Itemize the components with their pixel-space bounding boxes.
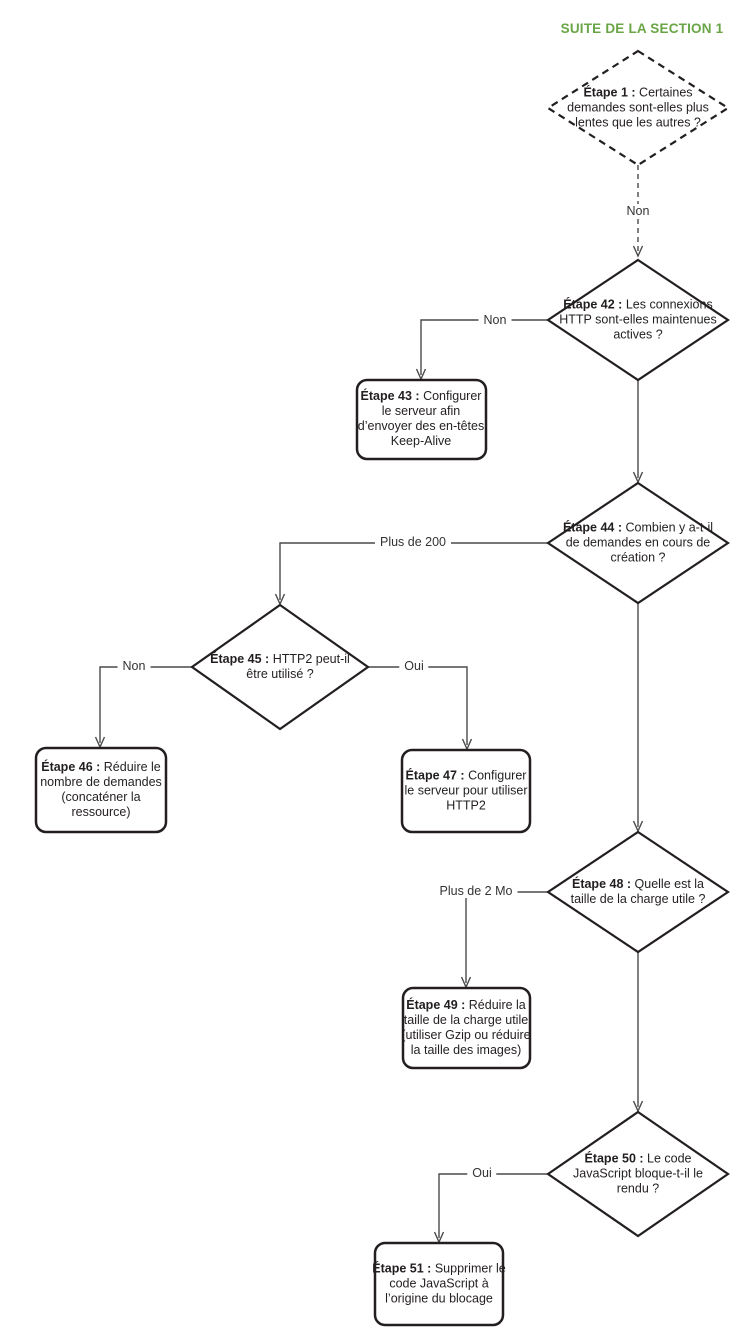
edge-label-step1-non: Non bbox=[621, 204, 655, 218]
step1-label-text: Certaines demandes sont-elles plus lente… bbox=[567, 85, 709, 130]
step49-box bbox=[401, 986, 532, 1070]
step48-label-text: Quelle est la taille de la charge utile … bbox=[570, 877, 706, 906]
step47-label: Étape 47 : Configurer le serveur pour ut… bbox=[399, 769, 533, 814]
step1-diamond bbox=[545, 49, 731, 167]
step48-label: Étape 48 : Quelle est la taille de la ch… bbox=[564, 877, 712, 907]
step42-diamond bbox=[546, 258, 730, 382]
edge-label-step45-oui: Oui bbox=[399, 659, 429, 673]
connector-step48-step49 bbox=[465, 891, 548, 983]
connector-step45-step46 bbox=[99, 666, 192, 743]
step46-label-text: Réduire le nombre de demandes (concaténe… bbox=[40, 760, 162, 819]
step49-label: Étape 49 : Réduire la taille de la charg… bbox=[400, 998, 532, 1058]
step50-label-text: Le code JavaScript bloque-t-il le rendu … bbox=[573, 1151, 703, 1196]
step44-label-prefix: Étape 44 : bbox=[562, 520, 623, 535]
step49-label-prefix: Étape 49 : bbox=[406, 998, 466, 1012]
step48-label-prefix: Étape 48 : bbox=[571, 877, 632, 891]
step44-label: Étape 44 : Combien y a-t-il de demandes … bbox=[556, 521, 720, 566]
step42-label-prefix: Étape 42 : bbox=[563, 297, 623, 312]
step48-diamond bbox=[546, 830, 730, 954]
step46-label: Étape 46 : Réduire le nombre de demandes… bbox=[33, 760, 169, 820]
step1-label: Étape 1 : Certaines demandes sont-elles … bbox=[563, 86, 713, 131]
step44-label-text: Combien y a-t-il de demandes en cours de… bbox=[565, 520, 714, 565]
step43-label-text: Configurer le serveur afin d’envoyer des… bbox=[357, 389, 485, 448]
connector-step45-step47 bbox=[368, 666, 468, 745]
step51-box bbox=[373, 1241, 505, 1327]
step45-label-prefix: Étape 45 : bbox=[210, 652, 270, 666]
section-title: SUITE DE LA SECTION 1 bbox=[560, 21, 724, 36]
step43-label-prefix: Étape 43 : bbox=[360, 389, 420, 403]
step46-box bbox=[34, 746, 168, 834]
step1-label-prefix: Étape 1 : bbox=[583, 85, 636, 100]
edge-label-step50-oui: Oui bbox=[467, 1166, 497, 1180]
arrowhead-into-step42-icon bbox=[632, 245, 644, 258]
step50-label-prefix: Étape 50 : bbox=[584, 1151, 644, 1166]
step42-label-text: Les connexions HTTP sont-elles maintenue… bbox=[559, 297, 717, 342]
connector-step50-step51 bbox=[438, 1173, 548, 1238]
step43-box bbox=[355, 378, 488, 461]
step49-label-text: Réduire la taille de la charge utile (ut… bbox=[401, 998, 531, 1057]
step47-label-text: Configurer le serveur pour utiliser HTTP… bbox=[404, 768, 528, 813]
step42-label: Étape 42 : Les connexions HTTP sont-elle… bbox=[559, 298, 717, 343]
step51-label-prefix: Étape 51 : bbox=[372, 1261, 432, 1276]
step50-label: Étape 50 : Le code JavaScript bloque-t-i… bbox=[560, 1152, 716, 1197]
step45-label: Étape 45 : HTTP2 peut-il être utilisé ? bbox=[205, 652, 355, 682]
step51-label: Étape 51 : Supprimer le code JavaScript … bbox=[371, 1262, 507, 1307]
step46-label-prefix: Étape 46 : bbox=[41, 760, 101, 774]
step43-label: Étape 43 : Configurer le serveur afin d’… bbox=[355, 389, 487, 449]
step44-diamond bbox=[546, 481, 730, 605]
connector-step44-step45 bbox=[279, 542, 548, 600]
step51-label-text: Supprimer le code JavaScript à l’origine… bbox=[385, 1261, 506, 1306]
edge-label-step48-plus2mo: Plus de 2 Mo bbox=[434, 884, 518, 898]
step50-diamond bbox=[546, 1110, 730, 1238]
step47-label-prefix: Étape 47 : bbox=[405, 768, 465, 783]
connector-step42-step43 bbox=[420, 319, 548, 375]
step47-box bbox=[400, 748, 532, 834]
step45-diamond bbox=[190, 603, 370, 731]
edge-label-step44-plus200: Plus de 200 bbox=[374, 535, 452, 549]
edge-label-step45-non: Non bbox=[117, 659, 151, 673]
edge-label-step42-non: Non bbox=[478, 313, 512, 327]
step45-label-text: HTTP2 peut-il être utilisé ? bbox=[246, 652, 350, 681]
